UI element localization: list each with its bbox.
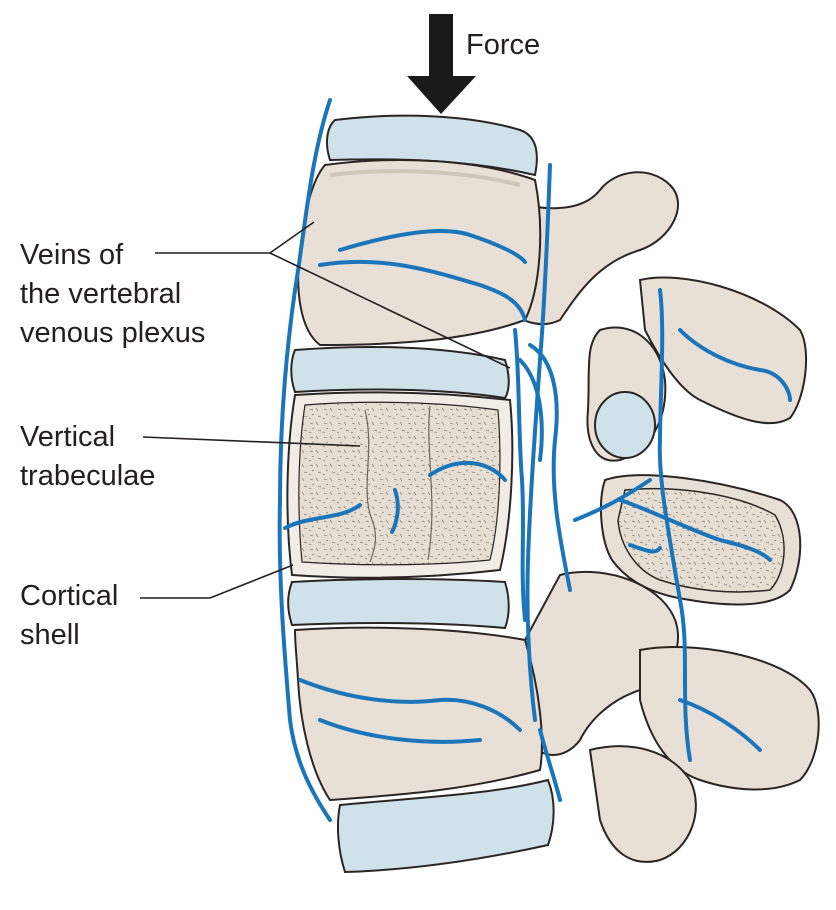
venous-plexus (277, 98, 792, 822)
trabeculae-leader (142, 436, 361, 447)
force-label: Force (466, 29, 541, 61)
top-disc (326, 114, 538, 177)
trabeculae-label-line: Vertical (20, 421, 116, 453)
lower-disc (287, 578, 510, 630)
veins-label-line: the vertebral (20, 278, 182, 310)
upper-disc (290, 346, 510, 400)
force-arrow-icon (407, 14, 476, 114)
veins-leader-branch-2 (269, 252, 511, 369)
lower-vertebral-body (293, 626, 543, 802)
veins-label-line: Veins of (20, 239, 124, 271)
veins-label: Veins of the vertebral venous plexus (20, 236, 205, 353)
upper-vertebral-body (297, 159, 542, 347)
veins-leader-branch-1 (269, 221, 315, 254)
cortical-leader-branch (209, 564, 294, 599)
cortical-shell-label: Cortical shell (20, 577, 118, 655)
bottom-disc (336, 778, 555, 874)
sectioned-vertebral-body (286, 391, 514, 579)
cortical-label-line: shell (20, 619, 80, 651)
trabeculae-label-line: trabeculae (20, 460, 156, 492)
trabeculae-label: Vertical trabeculae (20, 418, 155, 496)
leader-lines (140, 221, 511, 599)
articular-facet (594, 391, 656, 459)
cortical-label-line: Cortical (20, 580, 119, 612)
veins-label-line: venous plexus (20, 317, 206, 349)
